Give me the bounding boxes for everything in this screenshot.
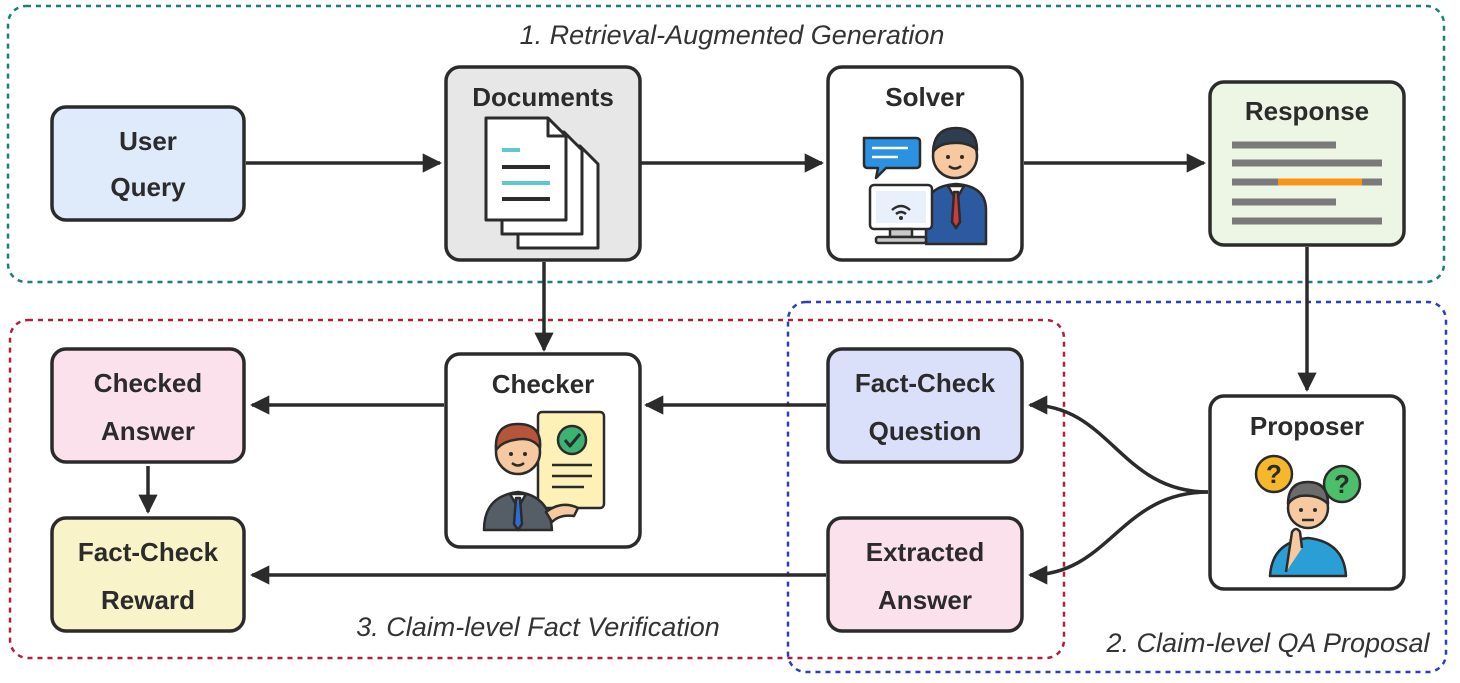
node-extracted-answer-line2: Answer bbox=[878, 585, 972, 615]
edge-proposer-to-extracted bbox=[1028, 490, 1209, 585]
node-fact-check-reward: Fact-Check Reward bbox=[50, 516, 246, 633]
node-fact-check-question: Fact-Check Question bbox=[826, 347, 1024, 464]
node-solver-label: Solver bbox=[885, 82, 965, 112]
node-checker-label: Checker bbox=[492, 369, 595, 399]
thinking-person-with-question-marks-icon: ? ? bbox=[1254, 454, 1362, 578]
svg-text:?: ? bbox=[1266, 459, 1282, 489]
node-fact-check-reward-box bbox=[50, 516, 246, 633]
node-checker: Checker bbox=[444, 352, 642, 549]
region-rag-frame bbox=[6, 4, 1446, 284]
region-proposal-frame bbox=[786, 300, 1448, 674]
edge-proposer-to-question bbox=[1028, 395, 1209, 494]
node-user-query-box bbox=[50, 105, 246, 222]
node-response-label: Response bbox=[1245, 96, 1369, 126]
region-proposal-title: 2. Claim-level QA Proposal bbox=[1105, 628, 1430, 658]
node-fact-check-question-line2: Question bbox=[869, 416, 982, 446]
node-documents-label: Documents bbox=[472, 82, 614, 112]
svg-text:?: ? bbox=[1334, 469, 1350, 499]
node-extracted-answer-box bbox=[826, 516, 1024, 633]
node-fact-check-question-box bbox=[826, 347, 1024, 464]
region-verification-title: 3. Claim-level Fact Verification bbox=[356, 612, 720, 642]
person-at-computer-icon bbox=[862, 126, 988, 246]
node-proposer-label: Proposer bbox=[1250, 411, 1364, 441]
node-fact-check-reward-line1: Fact-Check bbox=[78, 537, 219, 567]
node-user-query-line1: User bbox=[119, 126, 177, 156]
node-checked-answer-line2: Answer bbox=[101, 416, 195, 446]
region-verification-frame bbox=[8, 318, 1066, 660]
node-extracted-answer: Extracted Answer bbox=[826, 516, 1024, 633]
text-lines-icon bbox=[1232, 141, 1382, 225]
node-response: Response bbox=[1208, 80, 1406, 247]
node-proposer: Proposer ? ? bbox=[1208, 394, 1406, 591]
node-user-query-line2: Query bbox=[110, 172, 186, 202]
node-user-query: User Query bbox=[50, 105, 246, 222]
node-documents: Documents bbox=[444, 65, 642, 262]
region-rag-title: 1. Retrieval-Augmented Generation bbox=[520, 20, 945, 50]
node-checked-answer: Checked Answer bbox=[50, 347, 246, 464]
node-fact-check-question-line1: Fact-Check bbox=[855, 368, 996, 398]
document-stack-icon bbox=[484, 116, 600, 250]
person-with-approved-document-icon bbox=[482, 410, 606, 532]
node-solver: Solver bbox=[826, 65, 1024, 262]
node-extracted-answer-line1: Extracted bbox=[866, 537, 985, 567]
node-checked-answer-box bbox=[50, 347, 246, 464]
node-checked-answer-line1: Checked bbox=[94, 368, 202, 398]
node-fact-check-reward-line2: Reward bbox=[101, 585, 195, 615]
